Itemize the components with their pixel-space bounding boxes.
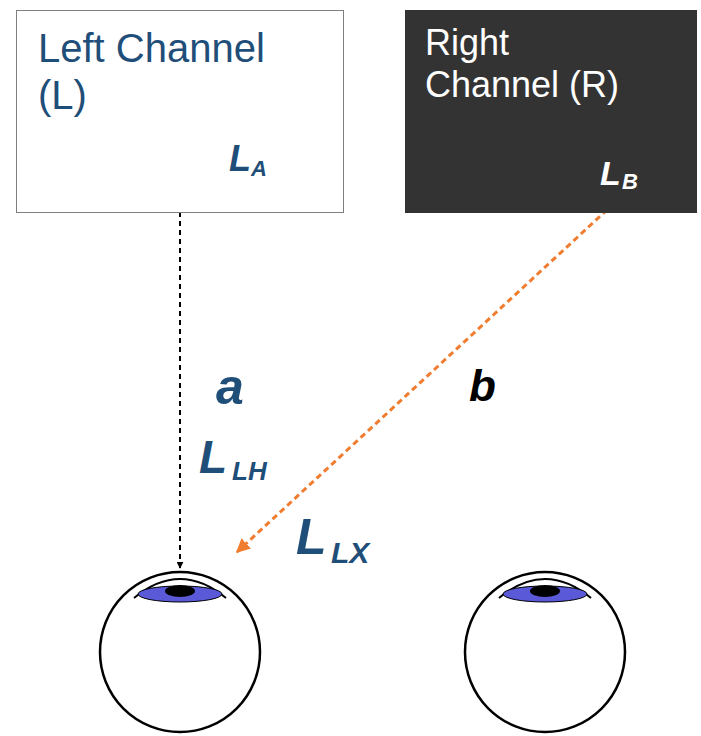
channel-box: Left Channel (L) LA (16, 10, 344, 213)
channel-title: Right Channel (R) (425, 22, 645, 107)
subscript: LX (331, 538, 369, 568)
luminance-symbol: L (600, 156, 621, 190)
channel-box: Right Channel (R) LB (405, 10, 697, 213)
crosstalk-path-line (237, 196, 622, 552)
luminance-symbol: L (296, 512, 327, 562)
luminance-symbol: L (199, 434, 227, 480)
subscript: B (622, 171, 638, 193)
subscript: LH (232, 458, 267, 484)
luminance-symbol: L (229, 141, 251, 177)
channel-title: Left Channel (L) (38, 25, 308, 119)
right-eye (465, 572, 625, 732)
path-letter: b (469, 364, 496, 408)
subscript: A (251, 158, 267, 180)
path-letter: a (216, 362, 244, 412)
left-eye (100, 572, 260, 732)
